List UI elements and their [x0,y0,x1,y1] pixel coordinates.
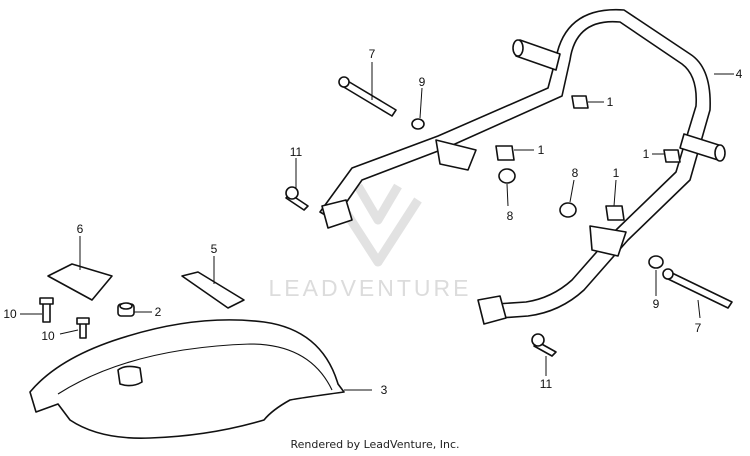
bolt-11-upper [285,186,309,211]
bolt-7-upper [338,76,397,117]
callout-11-lower: 11 [540,377,553,391]
nut-8-upper [498,168,516,184]
guard-bar [319,8,726,325]
clip-1a [571,95,589,109]
callout-9-upper: 9 [419,75,426,89]
watermark-text: LEADVENTURE [269,275,472,301]
fender [29,319,345,439]
callout-10-left: 10 [3,307,17,321]
clip-1c [663,149,681,163]
clip-1d [605,205,625,221]
pad [47,263,113,301]
callout-8-right: 8 [572,166,579,180]
washer-9-upper [411,118,425,130]
grommet [117,302,135,317]
callouts: 7 9 1 4 11 1 1 8 8 1 6 5 10 2 10 9 7 3 1… [3,47,742,397]
callout-2: 2 [155,305,162,319]
callout-1-top: 1 [607,95,614,109]
bolt-11-lower [531,333,557,357]
callout-7-lower: 7 [695,321,702,335]
callout-10-lower: 10 [41,329,55,343]
bolt-10-left [39,297,54,323]
leader-lines [20,62,734,391]
nut-8-lower [559,202,577,218]
washer-9-lower [648,255,664,269]
callout-9-lower: 9 [653,297,660,311]
callout-7-upper: 7 [369,47,376,61]
callout-1-right: 1 [643,147,650,161]
callout-11-upper: 11 [290,145,303,159]
bolt-10-lower [76,317,90,339]
callout-1-lower: 1 [613,166,620,180]
callout-4: 4 [736,67,743,81]
clip-1b [495,145,515,161]
callout-3: 3 [381,383,388,397]
callout-6: 6 [77,222,84,236]
callout-5: 5 [211,242,218,256]
bolt-7-lower [662,268,733,309]
callout-1-middle: 1 [538,143,545,157]
strip [181,271,245,309]
watermark: LEADVENTURE [269,183,472,301]
render-credit: Rendered by LeadVenture, Inc. [290,438,460,451]
callout-8-left: 8 [507,209,514,223]
